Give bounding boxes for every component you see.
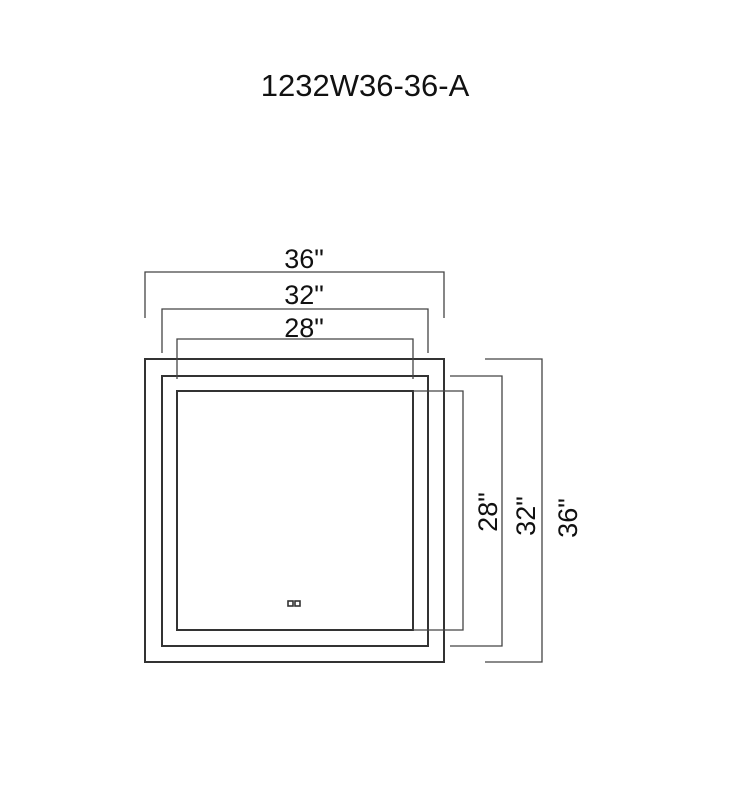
height-middle-label: 32" [511, 496, 541, 536]
height-inner-label: 28" [473, 492, 503, 532]
dim-line-height-36 [485, 358, 543, 663]
width-outer-label: 36" [284, 244, 324, 274]
dim-line-width-32 [161, 308, 429, 353]
middle-frame [161, 375, 429, 647]
width-inner-label: 28" [284, 313, 324, 343]
dim-line-height-32 [450, 375, 503, 647]
width-middle-label: 32" [284, 280, 324, 310]
dim-line-width-36 [144, 271, 445, 318]
model-title: 1232W36-36-A [261, 68, 470, 103]
touch-button-icon [294, 600, 301, 607]
dim-line-width-28 [176, 338, 414, 379]
inner-glass [176, 390, 414, 631]
height-outer-label: 36" [553, 498, 583, 538]
outer-frame [144, 358, 445, 663]
dim-line-height-28 [413, 390, 464, 631]
touch-button-icon [287, 600, 294, 607]
